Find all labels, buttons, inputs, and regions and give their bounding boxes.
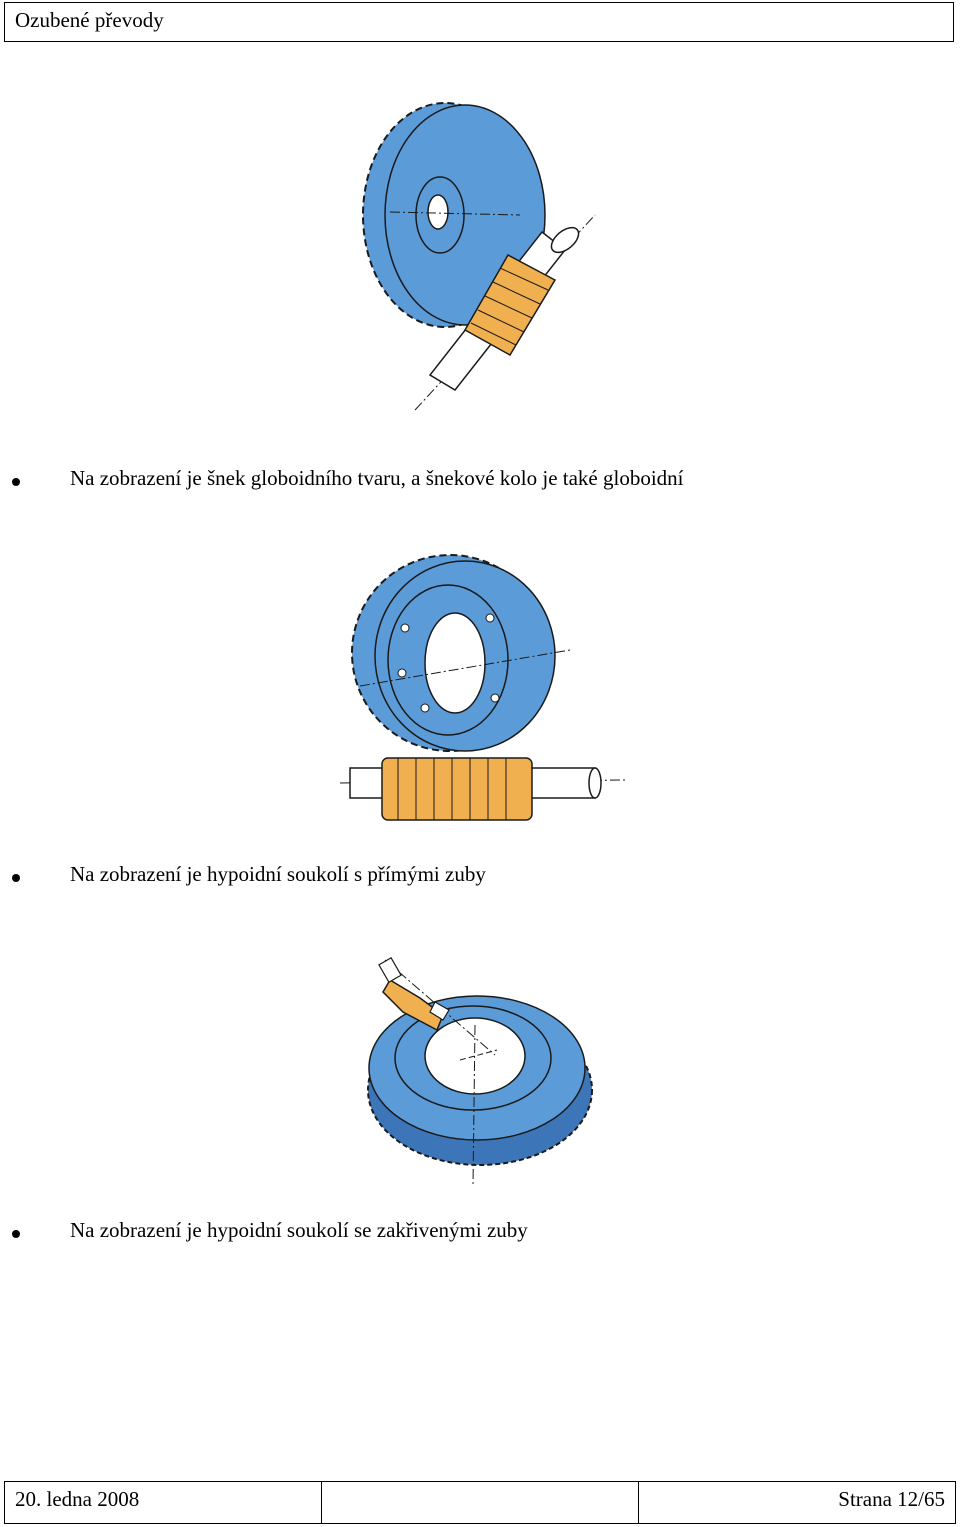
pinion-shaft — [339, 757, 626, 821]
pinion-gear — [378, 957, 496, 1056]
list-item: Na zobrazení je šnek globoidního tvaru, … — [0, 466, 960, 496]
figure-caption: Na zobrazení je hypoidní soukolí se zakř… — [70, 1218, 528, 1242]
list-item: Na zobrazení je hypoidní soukolí se zakř… — [0, 1218, 960, 1248]
page-footer: 20. ledna 2008 Strana 12/65 — [4, 1481, 956, 1524]
bullet-icon — [12, 1230, 20, 1238]
page-header: Ozubené převody — [4, 2, 954, 42]
crown-wheel — [367, 995, 593, 1186]
footer-date-cell: 20. ledna 2008 — [5, 1482, 322, 1523]
header-title: Ozubené převody — [15, 8, 164, 32]
worm-shaft — [414, 214, 596, 411]
hypoid-wheel — [351, 554, 571, 752]
list-item: Na zobrazení je hypoidní soukolí s přímý… — [0, 862, 960, 892]
hypoid-straight-teeth-figure — [330, 548, 630, 833]
globoid-worm-gear-figure — [360, 90, 620, 420]
bullet-icon — [12, 478, 20, 486]
footer-page-cell: Strana 12/65 — [639, 1482, 955, 1523]
figure-caption: Na zobrazení je šnek globoidního tvaru, … — [70, 466, 684, 490]
footer-date: 20. ledna 2008 — [15, 1487, 140, 1511]
page-number: Strana 12/65 — [838, 1487, 945, 1511]
bullet-icon — [12, 874, 20, 882]
figure-caption: Na zobrazení je hypoidní soukolí s přímý… — [70, 862, 486, 886]
footer-middle-cell — [322, 1482, 639, 1523]
hypoid-curved-teeth-figure — [345, 950, 605, 1190]
